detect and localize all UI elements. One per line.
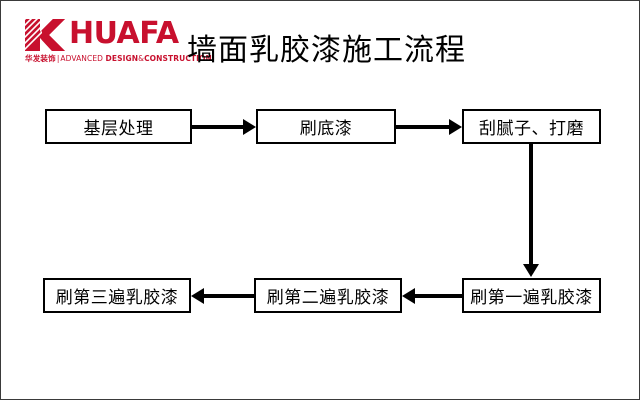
flow-node-label: 刷底漆 [299, 119, 353, 139]
huafa-k-mark-icon [25, 19, 65, 51]
connector-primer-to-putty [396, 124, 450, 129]
flow-node-label: 刮腻子、打磨 [479, 119, 584, 139]
arrowhead-left-icon [402, 287, 415, 304]
flow-node-base-treatment[interactable]: 基层处理 [45, 109, 192, 144]
flow-node-label: 基层处理 [83, 119, 154, 139]
connector-base-to-primer [192, 124, 244, 129]
logo-wordmark: HUAFA [69, 16, 179, 51]
logo-subtitle-separator: | [56, 54, 60, 63]
logo-subtitle-construction-text: CONSTRUCTION [144, 54, 212, 63]
flow-node-putty-sanding[interactable]: 刮腻子、打磨 [462, 109, 601, 144]
connector-putty-to-first-coat [529, 144, 533, 265]
huafa-logo: HUAFA 华发装饰|ADVANCED DESIGN&CONSTRUCTION [25, 16, 212, 65]
flow-node-label: 刷第二遍乳胶漆 [266, 288, 390, 308]
logo-subtitle-advanced: ADVANCED [60, 54, 104, 63]
flow-node-label: 刷第一遍乳胶漆 [470, 288, 593, 308]
arrowhead-left-icon [191, 287, 204, 304]
logo-subtitle-design: DESIGN [106, 54, 139, 63]
flow-node-label: 刷第三遍乳胶漆 [55, 288, 179, 308]
flow-node-first-coat[interactable]: 刷第一遍乳胶漆 [462, 278, 601, 313]
connector-first-to-second-coat [415, 293, 462, 298]
logo-subtitle-cn: 华发装饰 [25, 54, 56, 63]
arrowhead-right-icon [243, 118, 256, 135]
logo-subtitle-design-text: DESIGN [105, 54, 139, 63]
flow-node-second-coat[interactable]: 刷第二遍乳胶漆 [254, 278, 402, 313]
arrowhead-down-icon [523, 264, 539, 277]
connector-second-to-third-coat [204, 293, 254, 298]
arrowhead-right-icon [449, 118, 462, 135]
flow-node-third-coat[interactable]: 刷第三遍乳胶漆 [43, 278, 191, 313]
flow-node-primer[interactable]: 刷底漆 [256, 109, 396, 144]
logo-subtitle: 华发装饰|ADVANCED DESIGN&CONSTRUCTION [25, 51, 212, 64]
logo-subtitle-amp: & [138, 54, 145, 63]
page-title: 墙面乳胶漆施工流程 [187, 33, 466, 68]
logo-subtitle-construction: CONSTRUCTION [144, 54, 212, 63]
